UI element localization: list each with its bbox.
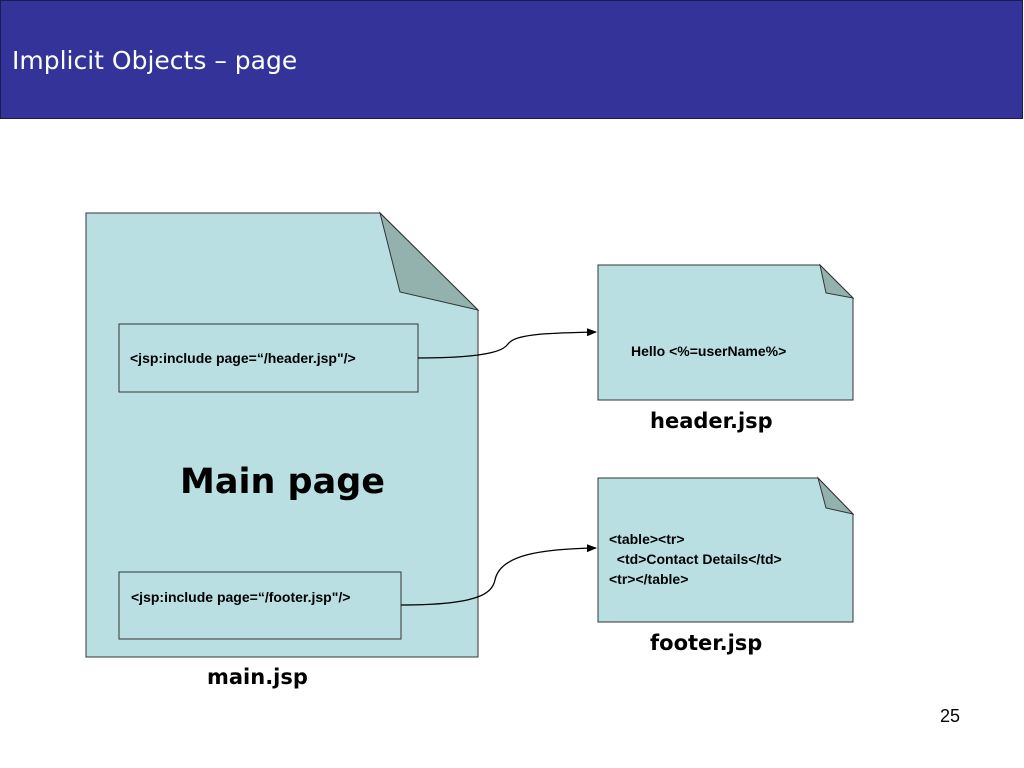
title-bar: Implicit Objects – page	[0, 0, 1023, 119]
footer-document-line-1: <table><tr>	[609, 531, 685, 547]
footer-include-arrow	[400, 544, 597, 606]
slide-number: 25	[939, 706, 961, 726]
header-document-content: Hello <%=userName%>	[631, 343, 787, 359]
header-document-shape	[597, 264, 854, 401]
footer-document-shape	[597, 477, 854, 623]
footer-file-label: footer.jsp	[650, 631, 763, 655]
main-page-title: Main page	[180, 462, 386, 502]
footer-document-line-2: <td>Contact Details</td>	[609, 551, 782, 567]
header-include-text: <jsp:include page=“/header.jsp"/>	[130, 350, 356, 366]
footer-document-fold	[817, 476, 855, 515]
header-include-arrow	[417, 328, 597, 359]
footer-document-line-3: <tr></table>	[609, 571, 689, 587]
header-document-fold	[819, 263, 855, 299]
main-file-label: main.jsp	[207, 665, 308, 689]
footer-include-text: <jsp:include page=“/footer.jsp"/>	[131, 589, 351, 605]
header-file-label: header.jsp	[650, 409, 773, 433]
slide-title: Implicit Objects – page	[12, 46, 298, 75]
main-document-fold	[379, 211, 480, 311]
